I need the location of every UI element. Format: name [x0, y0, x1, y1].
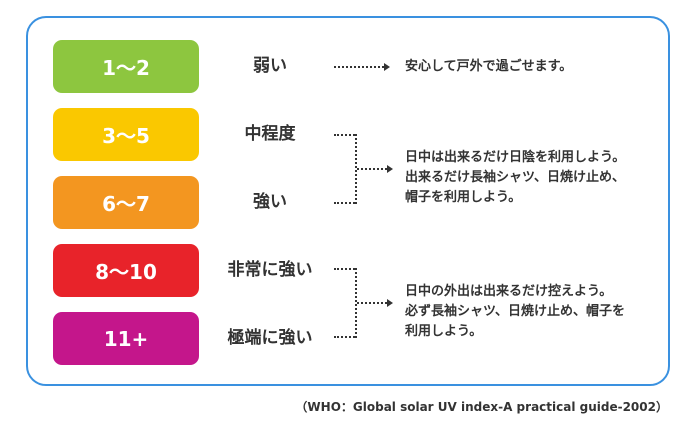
dotted-connector	[334, 134, 355, 136]
dotted-connector	[334, 268, 355, 270]
advice-text-1: 安心して戸外で過ごせます。	[405, 57, 572, 77]
advice-line: 出来るだけ長袖シャツ、日焼け止め、	[405, 170, 625, 185]
uv-level-label-1: 弱い	[253, 56, 287, 76]
uv-level-label-4: 非常に強い	[227, 260, 313, 280]
dotted-connector	[357, 168, 387, 170]
advice-line: 日中の外出は出来るだけ控えよう。	[405, 284, 613, 299]
uv-range-badge-5: 11+	[53, 312, 199, 365]
uv-level-label-2: 中程度	[244, 124, 296, 144]
advice-line: 帽子を利用しよう。	[405, 190, 522, 205]
uv-level-label-3: 強い	[253, 192, 287, 212]
dotted-bracket	[355, 268, 357, 338]
arrow-right-icon	[387, 165, 393, 173]
advice-text-2: 日中は出来るだけ日陰を利用しよう。 出来るだけ長袖シャツ、日焼け止め、 帽子を利…	[405, 148, 625, 208]
source-citation: （WHO：Global solar UV index-A practical g…	[295, 400, 668, 414]
dotted-connector	[334, 336, 355, 338]
arrow-right-icon	[384, 63, 390, 71]
uv-range-badge-1: 1〜2	[53, 40, 199, 93]
uv-range-badge-4: 8〜10	[53, 244, 199, 297]
uv-index-panel	[26, 16, 670, 386]
uv-level-label-5: 極端に強い	[227, 328, 313, 348]
dotted-bracket	[355, 134, 357, 204]
uv-range-badge-2: 3〜5	[53, 108, 199, 161]
advice-line: 利用しよう。	[405, 324, 483, 339]
advice-line: 安心して戸外で過ごせます。	[405, 59, 573, 74]
arrow-right-icon	[387, 299, 393, 307]
advice-line: 必ず長袖シャツ、日焼け止め、帽子を	[405, 304, 625, 319]
advice-text-3: 日中の外出は出来るだけ控えよう。 必ず長袖シャツ、日焼け止め、帽子を 利用しよう…	[405, 282, 625, 342]
dotted-connector	[357, 302, 387, 304]
dotted-connector	[334, 66, 384, 68]
advice-line: 日中は出来るだけ日陰を利用しよう。	[405, 150, 626, 165]
uv-range-badge-3: 6〜7	[53, 176, 199, 229]
dotted-connector	[334, 202, 355, 204]
